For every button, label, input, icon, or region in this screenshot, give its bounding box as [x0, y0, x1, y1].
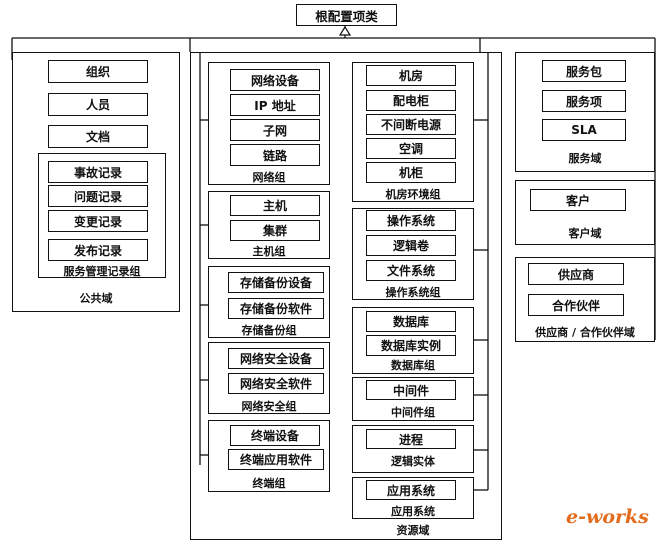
resource-domain-label: 资源域 [396, 524, 430, 537]
terminal-item-device: 终端设备 [230, 425, 320, 446]
service-item-item: 服务项 [542, 90, 626, 112]
service-item-package: 服务包 [542, 60, 626, 82]
customer-item: 客户 [530, 189, 626, 211]
service-item-sla: SLA [542, 119, 626, 141]
os-item-filesystem: 文件系统 [366, 260, 456, 281]
host-group-label: 主机组 [252, 245, 286, 258]
middleware-item: 中间件 [366, 380, 456, 400]
public-item-org: 组织 [48, 60, 148, 83]
supplier-item-supplier: 供应商 [528, 263, 624, 285]
supplier-domain-label: 供应商 / 合作伙伴域 [535, 326, 635, 339]
eworks-logo: e-works [566, 506, 649, 528]
netsec-item-device: 网络安全设备 [228, 348, 324, 369]
host-item-cluster: 集群 [230, 220, 320, 241]
storage-item-software: 存储备份软件 [228, 298, 324, 319]
network-item-subnet: 子网 [230, 119, 320, 141]
terminal-item-software: 终端应用软件 [228, 449, 324, 470]
customer-domain-label: 客户域 [568, 227, 602, 240]
service-domain-label: 服务域 [568, 152, 602, 165]
machineroom-item-cabinet-power: 配电柜 [366, 90, 456, 111]
public-item-person: 人员 [48, 93, 148, 116]
database-item-db: 数据库 [366, 311, 456, 332]
os-group-label: 操作系统组 [385, 286, 441, 299]
machineroom-item-ups: 不间断电源 [366, 114, 456, 135]
network-item-link: 链路 [230, 144, 320, 166]
middleware-group-label: 中间件组 [391, 406, 435, 419]
supplier-item-partner: 合作伙伴 [528, 294, 624, 316]
public-item-document: 文档 [48, 125, 148, 148]
appsys-item: 应用系统 [366, 480, 456, 500]
record-item-incident: 事故记录 [48, 161, 148, 183]
record-group-label: 服务管理记录组 [63, 265, 141, 278]
host-item-host: 主机 [230, 195, 320, 216]
terminal-group-label: 终端组 [252, 477, 286, 490]
netsec-group-label: 网络安全组 [241, 400, 297, 413]
storage-group-label: 存储备份组 [241, 324, 297, 337]
os-item-volume: 逻辑卷 [366, 235, 456, 256]
database-group-label: 数据库组 [391, 359, 435, 372]
machineroom-item-room: 机房 [366, 65, 456, 86]
record-item-release: 发布记录 [48, 239, 148, 261]
machineroom-item-rack: 机柜 [366, 162, 456, 183]
network-item-ip: IP 地址 [230, 94, 320, 116]
netsec-item-software: 网络安全软件 [228, 373, 324, 394]
database-item-instance: 数据库实例 [366, 335, 456, 356]
network-item-device: 网络设备 [230, 69, 320, 91]
storage-item-device: 存储备份设备 [228, 272, 324, 293]
record-item-change: 变更记录 [48, 210, 148, 232]
os-item-os: 操作系统 [366, 210, 456, 231]
record-item-problem: 问题记录 [48, 185, 148, 207]
logical-entity-item-process: 进程 [366, 429, 456, 449]
network-group-label: 网络组 [252, 171, 286, 184]
logical-entity-group-label: 逻辑实体 [391, 455, 435, 468]
resource-domain [190, 52, 502, 540]
machineroom-item-ac: 空调 [366, 138, 456, 159]
appsys-group-label: 应用系统 [391, 505, 435, 518]
public-domain-label: 公共域 [79, 292, 113, 305]
root-node: 根配置项类 [296, 4, 397, 26]
machineroom-group-label: 机房环境组 [385, 188, 441, 201]
